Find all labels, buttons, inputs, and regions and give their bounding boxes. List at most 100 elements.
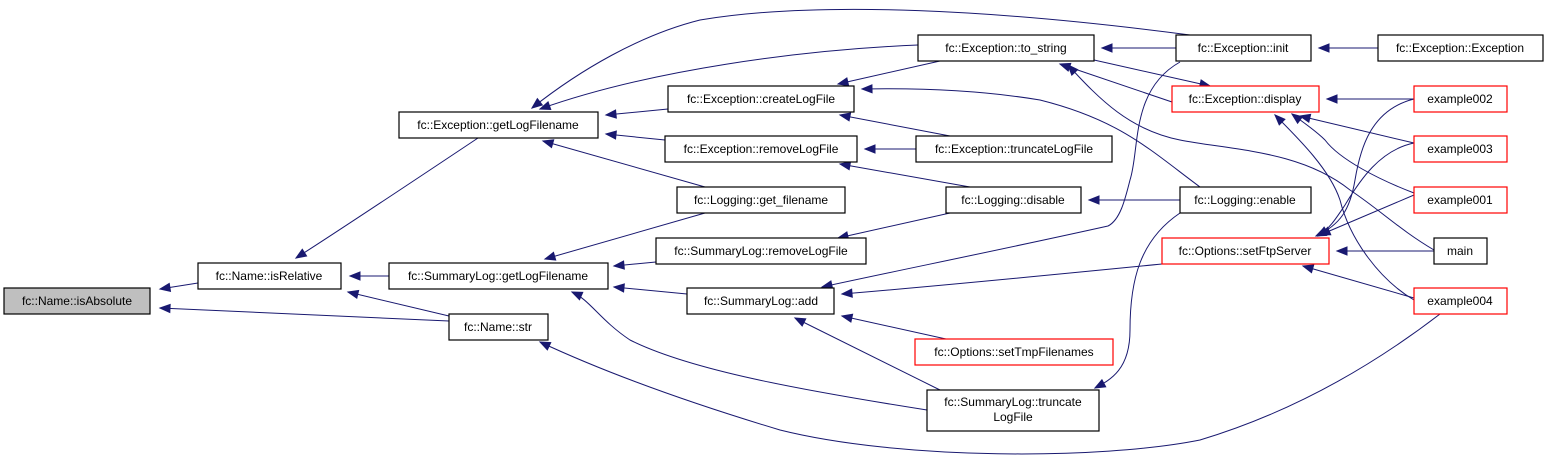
node-sumTruncate[interactable]: fc::SummaryLog::truncate LogFile [926, 389, 1100, 432]
edge-line [347, 291, 450, 317]
arrowhead-icon [1301, 264, 1315, 274]
node-label: fc::Exception::Exception [1396, 41, 1524, 55]
arrowhead-icon [840, 313, 854, 323]
arrowhead-icon [1087, 195, 1100, 205]
edge-line [542, 140, 706, 188]
edge-line [839, 114, 951, 137]
node-isAbsolute[interactable]: fc::Name::isAbsolute [3, 287, 151, 315]
node-excInit[interactable]: fc::Exception::init [1175, 34, 1312, 62]
node-sumAdd[interactable]: fc::SummaryLog::add [686, 287, 835, 315]
edge-ex001-to-optFtp [1318, 194, 1415, 236]
node-label: fc::Exception::getLogFilename [417, 118, 579, 132]
node-nameStr[interactable]: fc::Name::str [448, 313, 549, 341]
nodes-layer: fc::Name::isAbsolute fc::Name::isRelativ… [3, 34, 1544, 432]
edge-line [539, 313, 1441, 455]
node-excCtor[interactable]: fc::Exception::Exception [1377, 34, 1544, 62]
edge-nameStr-to-isRelative [346, 289, 450, 317]
edge-excToString-to-excCreateLogFile [836, 60, 941, 87]
node-label: example003 [1427, 142, 1493, 156]
arrowhead-icon [604, 130, 617, 140]
node-label: fc::Options::setTmpFilenames [934, 345, 1093, 359]
edge-line [1302, 265, 1415, 299]
edge-line [1274, 114, 1415, 301]
node-label: fc::Name::isRelative [216, 269, 323, 283]
edge-line [1093, 59, 1211, 87]
edge-line [794, 317, 941, 391]
edge-excInit-to-excToString [1100, 43, 1176, 53]
arrowhead-icon [612, 283, 625, 293]
edge-excRemoveLogFile-to-excGetLogFilename [604, 130, 666, 141]
arrowhead-icon [158, 282, 172, 293]
node-label: fc::SummaryLog::truncate [944, 395, 1082, 409]
edge-optFtp-to-sumAdd [840, 263, 1163, 298]
edge-line [544, 212, 706, 260]
edge-line [159, 307, 450, 322]
edge-line [841, 315, 947, 340]
arrowhead-icon [348, 271, 361, 281]
edge-ex003-to-excDisplay [1298, 113, 1415, 144]
edge-line [1059, 63, 1173, 103]
node-ex002[interactable]: example002 [1413, 85, 1508, 113]
arrowhead-icon [840, 288, 853, 298]
node-excRemoveLogFile[interactable]: fc::Exception::removeLogFile [664, 135, 858, 163]
edge-ex003-to-optFtp [1316, 142, 1415, 237]
edge-logEnable-to-logDisable [1087, 195, 1180, 205]
arrowhead-icon [543, 251, 557, 261]
edge-excToString-to-excGetLogFilename [538, 44, 919, 110]
node-logGetFilename[interactable]: fc::Logging::get_filename [676, 186, 846, 214]
node-label: fc::Options::setFtpServer [1179, 244, 1312, 258]
node-label: example001 [1427, 193, 1493, 207]
edge-logGetFilename-to-sumGetLogFilename [543, 212, 706, 261]
node-main[interactable]: main [1433, 237, 1488, 265]
edge-line [1067, 64, 1435, 251]
edge-excGetLogFilename-to-isRelative [294, 137, 479, 259]
edge-ex002-to-excDisplay [1325, 94, 1414, 104]
edge-nameStr-to-isAbsolute [158, 303, 450, 322]
arrowhead-icon [541, 139, 555, 149]
arrowhead-icon [538, 101, 552, 110]
node-sumRemoveLogFile[interactable]: fc::SummaryLog::removeLogFile [655, 237, 867, 265]
node-excCreateLogFile[interactable]: fc::Exception::createLogFile [667, 85, 855, 113]
node-label: fc::Logging::enable [1194, 193, 1296, 207]
node-logDisable[interactable]: fc::Logging::disable [945, 186, 1082, 214]
node-ex001[interactable]: example001 [1413, 186, 1508, 214]
edge-line [1319, 194, 1415, 236]
node-excTruncate[interactable]: fc::Exception::truncateLogFile [915, 135, 1113, 163]
node-label: main [1447, 244, 1473, 258]
node-label: fc::Logging::disable [961, 193, 1065, 207]
edge-line [861, 88, 1201, 188]
edge-sumTruncate-to-sumGetLogFilename [570, 291, 928, 411]
node-optTmp[interactable]: fc::Options::setTmpFilenames [914, 338, 1114, 366]
node-label: fc::Exception::init [1198, 41, 1289, 55]
edge-line [839, 163, 971, 188]
node-logEnable[interactable]: fc::Logging::enable [1179, 186, 1312, 214]
arrowhead-icon [1335, 246, 1348, 256]
arrowhead-icon [604, 109, 617, 119]
node-label: example004 [1427, 294, 1493, 308]
edge-sumGetLogFilename-to-isRelative [348, 271, 389, 281]
arrowhead-icon [612, 260, 625, 270]
node-label: fc::Exception::createLogFile [687, 92, 835, 106]
node-label: fc::Exception::truncateLogFile [935, 142, 1093, 156]
node-label: fc::SummaryLog::getLogFilename [408, 269, 588, 283]
arrowhead-icon [838, 112, 852, 122]
node-ex003[interactable]: example003 [1413, 135, 1508, 163]
edge-line [837, 60, 941, 85]
edge-line [531, 8, 1191, 109]
node-excGetLogFilename[interactable]: fc::Exception::getLogFilename [398, 111, 599, 139]
edge-line [837, 212, 951, 239]
node-excToString[interactable]: fc::Exception::to_string [917, 34, 1095, 62]
edge-logGetFilename-to-excGetLogFilename [541, 139, 706, 188]
node-sumGetLogFilename[interactable]: fc::SummaryLog::getLogFilename [388, 262, 609, 290]
arrowhead-icon [1093, 378, 1107, 389]
node-isRelative[interactable]: fc::Name::isRelative [197, 262, 342, 290]
node-excDisplay[interactable]: fc::Exception::display [1171, 85, 1320, 113]
node-optFtp[interactable]: fc::Options::setFtpServer [1161, 237, 1330, 265]
node-ex004[interactable]: example004 [1413, 287, 1508, 315]
edge-logEnable-to-excCreateLogFile [860, 84, 1201, 188]
edges-layer [158, 8, 1441, 455]
edge-line [841, 263, 1163, 295]
edge-logDisable-to-sumRemoveLogFile [836, 212, 951, 241]
edge-excTruncate-to-excRemoveLogFile [863, 144, 916, 154]
